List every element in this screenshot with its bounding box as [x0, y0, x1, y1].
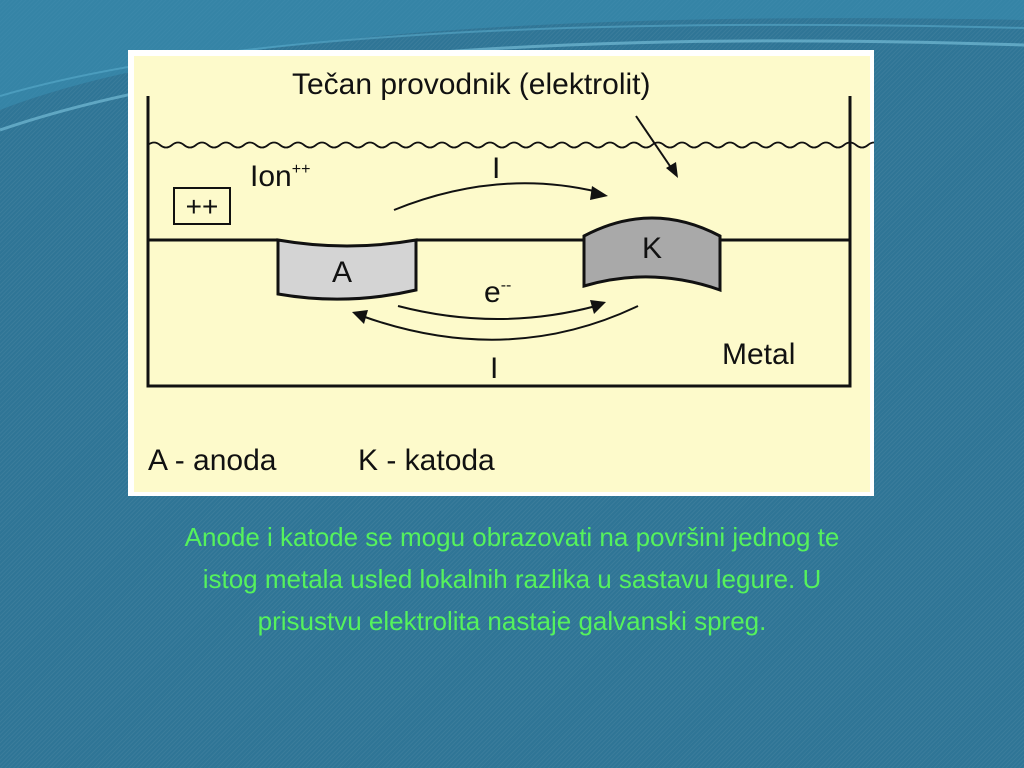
electrolyte-pointer-arrow	[635, 115, 678, 178]
diagram-panel	[134, 56, 870, 492]
legend-anode: A - anoda	[148, 444, 277, 477]
caption-line-3: prisustvu elektrolita nastaje galvanski …	[257, 606, 767, 636]
electron-label: e--	[484, 276, 511, 309]
electrolyte-label: Tečan provodnik (elektrolit)	[292, 68, 651, 101]
caption-line-2: istog metala usled lokalnih razlika u sa…	[202, 564, 822, 594]
positive-charge-label: ++	[186, 191, 219, 222]
positive-charge-box	[173, 187, 231, 225]
slide-caption: Anode i katode se mogu obrazovati na pov…	[40, 516, 984, 642]
ion-label: Ion++	[250, 160, 310, 193]
metal-label: Metal	[722, 338, 795, 371]
corrosion-diagram: Tečan provodnik (elektrolit) Ion++ ++ I …	[128, 50, 874, 496]
legend-cathode: K - katoda	[358, 444, 495, 477]
caption-line-1: Anode i katode se mogu obrazovati na pov…	[184, 522, 840, 552]
cathode-label: K	[642, 232, 662, 265]
anode-label: A	[332, 256, 352, 289]
electrolyte-surface	[147, 141, 874, 149]
cathode-electrode	[582, 216, 722, 293]
electron-flow-arrow	[397, 300, 606, 320]
current-arrow-top	[393, 182, 608, 211]
anode-electrode	[276, 238, 418, 301]
current-label-bottom: I	[490, 352, 498, 385]
current-label-top: I	[492, 152, 500, 185]
current-arrow-bottom	[352, 305, 639, 341]
